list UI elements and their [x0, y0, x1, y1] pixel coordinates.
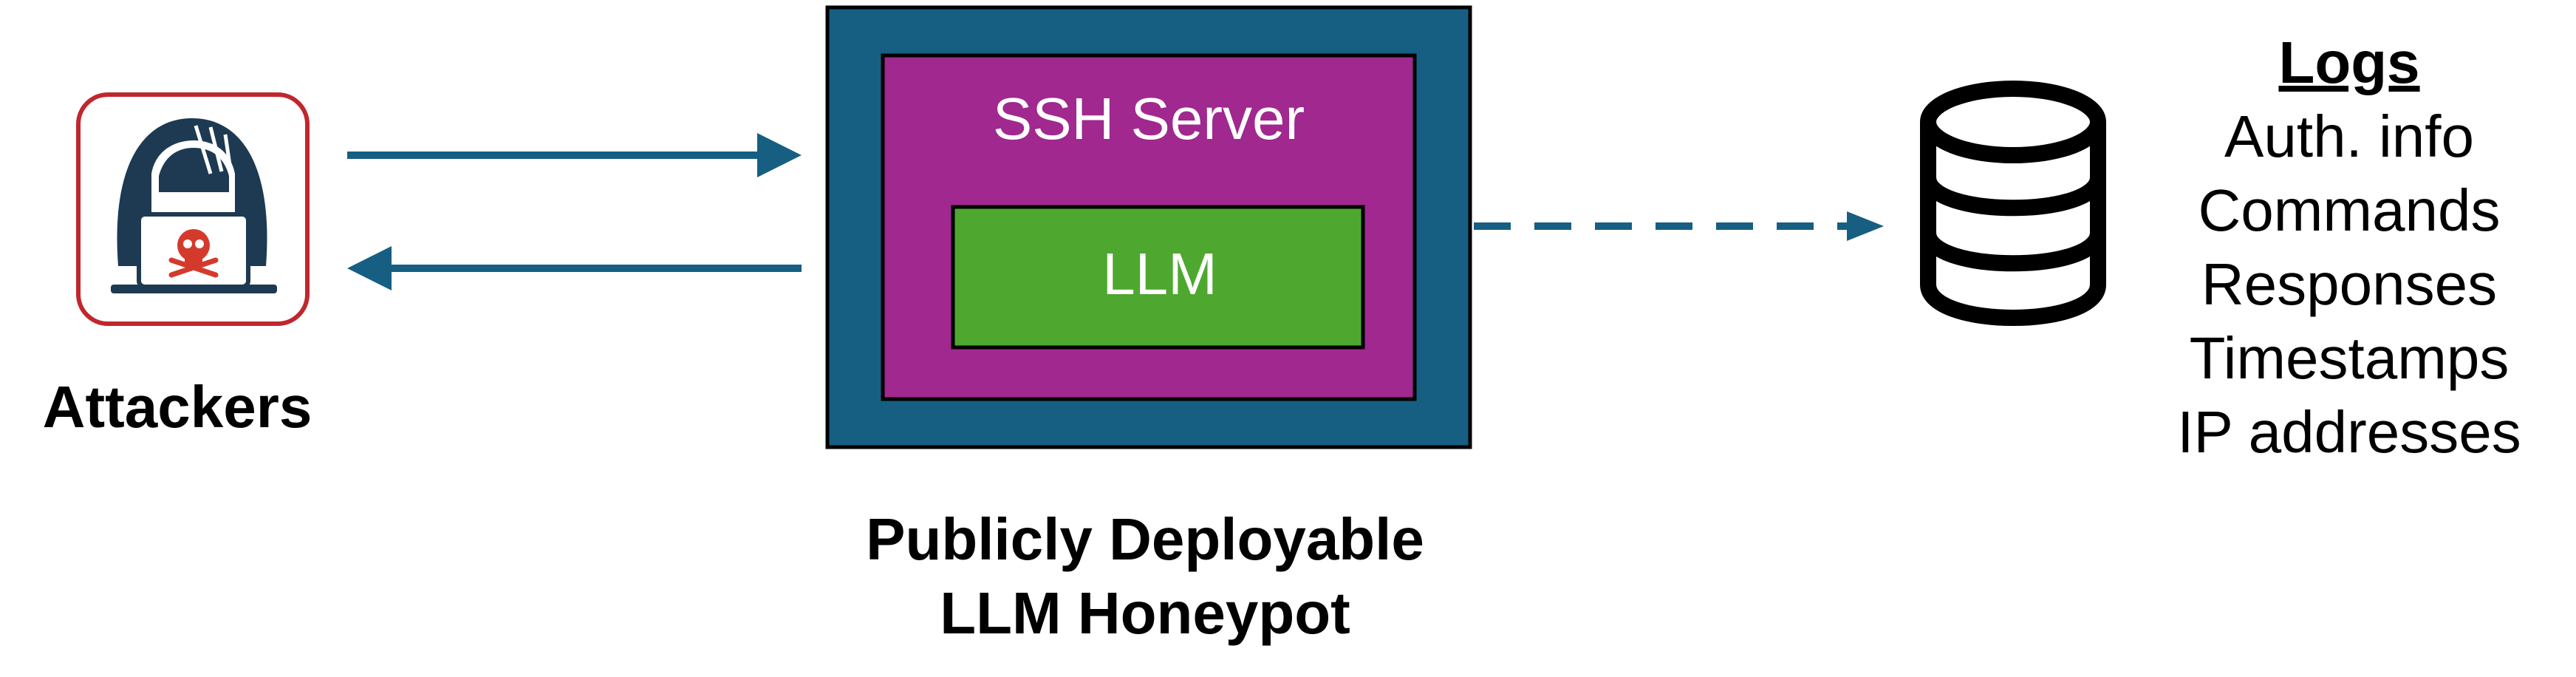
logging-arrowhead — [1847, 211, 1884, 241]
logs-list: Logs Auth. info Commands Responses Times… — [2165, 26, 2534, 469]
ssh-server-label: SSH Server — [992, 86, 1305, 152]
attackers-label: Attackers — [42, 374, 312, 440]
honeypot-caption-line-1: Publicly Deployable — [866, 506, 1424, 572]
llm-box — [951, 205, 1365, 350]
llm-label: LLM — [1102, 241, 1217, 307]
honeypot-caption: Publicly Deployable LLM Honeypot — [813, 503, 1477, 650]
logs-item-timestamps: Timestamps — [2189, 325, 2510, 391]
honeypot-caption-line-2: LLM Honeypot — [940, 580, 1350, 646]
logs-item-responses: Responses — [2201, 251, 2498, 317]
hooded-hacker-icon — [76, 92, 310, 326]
logs-title: Logs — [2278, 30, 2420, 95]
logs-item-commands: Commands — [2198, 177, 2501, 243]
logs-item-ip-addresses: IP addresses — [2177, 399, 2521, 465]
logs-item-auth-info: Auth. info — [2224, 103, 2474, 169]
database-icon — [1920, 81, 2106, 326]
